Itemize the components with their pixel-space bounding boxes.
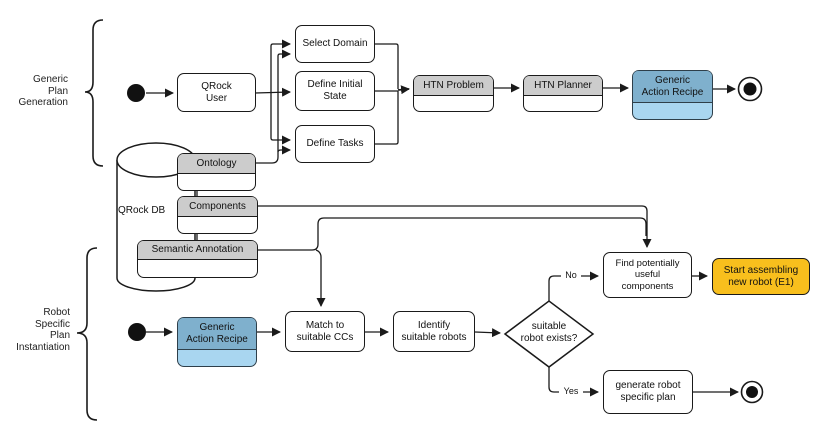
node-find-potentially-useful-components: Find potentially useful components: [603, 252, 692, 298]
edge-ontology-rail-to-define-tasks: [277, 145, 291, 155]
edge-define-tasks-to-merge: [375, 91, 399, 145]
edge-qrock-rail-to-define-tasks: [270, 93, 291, 145]
node-ontology: Ontology: [177, 153, 256, 191]
edge-select-domain-to-merge: [375, 43, 399, 89]
edge-qrock-rail-to-select-domain: [270, 39, 291, 93]
edge-semantic-to-find-components: [258, 217, 647, 251]
edge-ontology-rail-to-select-domain: [255, 49, 291, 164]
edge-decision-yes-to-generate: [548, 367, 599, 397]
start-node-top: [127, 84, 145, 102]
node-select-domain: Select Domain: [295, 25, 375, 63]
node-define-tasks: Define Tasks: [295, 125, 375, 163]
node-semantic-annotation: Semantic Annotation: [137, 240, 258, 278]
edge-semantic-to-match: [315, 249, 326, 307]
edge-merge-to-htn-problem: [397, 85, 410, 95]
brace-generic-plan-generation: [84, 19, 104, 167]
end-node-top: [737, 76, 763, 102]
start-node-bottom: [128, 323, 146, 341]
section-label-generic-plan-generation: Generic Plan Generation: [18, 74, 68, 108]
node-components: Components: [177, 196, 258, 234]
edge-identify-to-decision: [474, 328, 501, 338]
decision-diamond: [503, 300, 595, 368]
edge-components-to-find-components: [258, 205, 652, 248]
edge-decision-no-to-find: [548, 271, 599, 301]
node-htn-planner: HTN Planner: [523, 75, 603, 112]
node-htn-problem: HTN Problem: [413, 75, 494, 112]
end-node-bottom: [740, 380, 764, 404]
brace-robot-specific-plan: [76, 247, 98, 421]
edge-label-yes: Yes: [559, 387, 583, 396]
qrock-db-label: QRock DB: [118, 205, 166, 216]
edge-label-no: No: [561, 271, 581, 280]
section-label-robot-specific-plan: Robot Specific Plan Instantiation: [16, 307, 70, 353]
edge-qrock-to-define-initial-state: [254, 87, 291, 97]
decision-label: suitable robot exists?: [520, 321, 578, 344]
